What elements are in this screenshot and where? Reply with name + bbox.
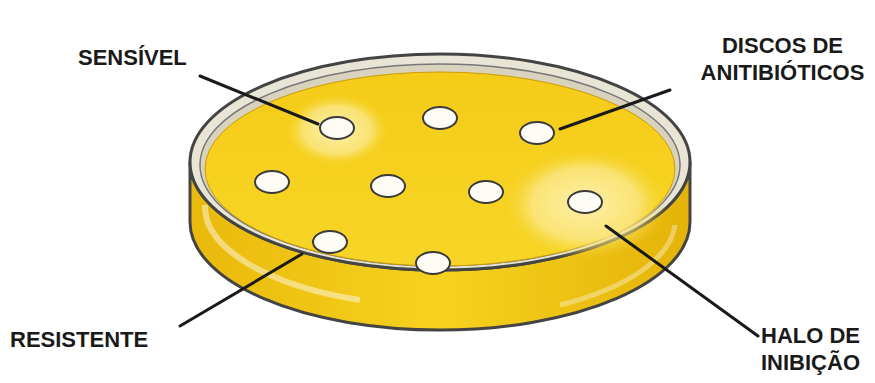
antibiotic-disc [416,252,450,274]
antibiotic-disc [255,171,289,193]
callout-label: DISCOS DE ANITIBIÓTICOS [685,32,875,86]
callout-label: SENSÍVEL [78,44,228,71]
inhibition-halo [285,94,389,166]
dish-inner-rim [200,64,680,266]
dish-rim [190,54,690,270]
antibiotic-disc [568,191,602,213]
callout-label: RESISTENTE [10,326,175,353]
antibiotic-discs [255,107,602,274]
antibiotic-disc [320,117,354,139]
agar-surface [205,72,675,266]
leader-lines [180,76,758,336]
antibiotic-disc [520,122,554,144]
leader-line [200,76,318,124]
antibiotic-disc [313,231,347,253]
leader-line [606,226,758,336]
callout-label: HALO DE INIBIÇÃO [748,322,873,376]
leader-line [180,254,302,326]
leader-line [560,90,670,129]
antibiotic-disc [371,175,405,197]
antibiotic-disc [469,181,503,203]
inhibition-halo [503,149,667,259]
antibiotic-disc [423,107,457,129]
